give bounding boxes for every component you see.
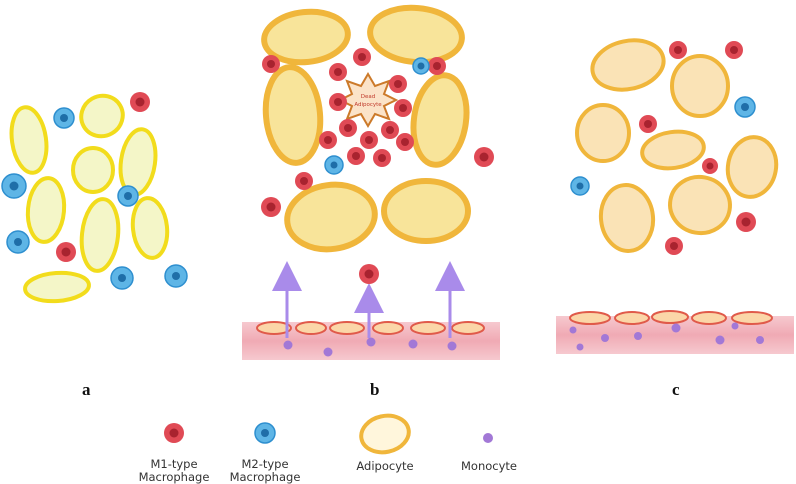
legend-m2-icon [254,422,276,444]
adipocyte [381,178,471,244]
m1-macrophage [474,147,494,167]
adipocyte [367,4,465,66]
m2-macrophage [1,173,27,199]
m1-macrophage [130,92,150,112]
adipocyte [598,183,656,253]
dead-adipocyte: Dead Adipocyte [337,72,399,128]
m1-macrophage [669,41,687,59]
m1-macrophage [261,197,281,217]
monocyte [756,336,764,344]
m1-macrophage [359,264,379,284]
m1-macrophage [262,55,280,73]
m2-macrophage [412,57,430,75]
adipocyte [79,197,121,273]
monocyte [671,323,681,333]
legend-monocyte-icon [483,433,493,443]
monocyte-group [283,337,457,357]
monocyte [634,332,642,340]
m2-macrophage [570,176,590,196]
panel-label-c: c [672,380,680,399]
m2-macrophage [110,266,134,290]
monocyte [731,322,739,330]
legend-label-adipocyte: Adipocyte [356,459,414,473]
adipocyte [9,105,49,175]
adipocyte [23,270,91,304]
monocyte [569,326,577,334]
legend-label-m1: M1-type Macrophage [138,457,210,484]
adipocyte [261,8,351,66]
adipocyte [640,129,706,171]
m1-macrophage [389,75,407,93]
m1-macrophage [381,121,399,139]
legend-m1-icon [164,423,184,443]
adipocyte [262,64,324,166]
m1-macrophage [329,93,347,111]
adipocyte [590,38,666,92]
m1-macrophage [428,57,446,75]
m1-macrophage [396,133,414,151]
m2-macrophage [324,155,344,175]
m2-macrophage [6,230,30,254]
monocyte [576,343,584,351]
panel-label-b: b [370,380,380,399]
m2-macrophage [53,107,75,129]
m1-macrophage [347,147,365,165]
m1-macrophage [295,172,313,190]
monocyte [715,335,725,345]
legend [164,413,493,455]
m1-macrophage [665,237,683,255]
adipocyte [725,135,779,199]
adipocyte [668,174,732,236]
m1-macrophage-group [261,48,494,284]
monocyte [447,341,457,351]
m1-macrophage [702,158,718,174]
dead-adipocyte-label-line1: Dead [361,94,375,100]
adipocyte [25,176,67,244]
panel-b-inflamed-tissue: Dead Adipocyte [242,4,500,360]
m1-macrophage [373,149,391,167]
m1-macrophage [319,131,337,149]
m1-macrophage [394,99,412,117]
adipocyte [575,103,631,163]
monocyte [408,339,418,349]
adipocyte [79,93,125,139]
m1-macrophage [360,131,378,149]
panel-c-remodeled-tissue [556,38,794,354]
m1-macrophage [725,41,743,59]
panel-label-a: a [82,380,91,399]
adipocyte [130,196,170,260]
legend-label-m2: M2-type Macrophage [229,457,301,484]
m2-macrophage [734,96,756,118]
monocyte [283,340,293,350]
endothelial-cells [256,321,485,335]
adipocyte [71,146,115,194]
adipocyte [410,72,470,168]
dead-adipocyte-label-line2: Adipocyte [354,102,382,108]
adipocyte [670,54,730,118]
adipocyte [284,181,378,253]
monocyte-group [569,322,764,351]
legend-adipocyte-icon [359,413,411,455]
m2-macrophage [164,264,188,288]
m1-macrophage [639,115,657,133]
m1-macrophage [736,212,756,232]
m1-macrophage [56,242,76,262]
endothelial-cells [569,310,773,325]
m1-macrophage [353,48,371,66]
panel-a-lean-tissue [1,92,188,304]
m1-macrophage [329,63,347,81]
monocyte [323,347,333,357]
m1-macrophage [339,119,357,137]
monocyte [366,337,376,347]
m2-macrophage [117,185,139,207]
monocyte [601,334,609,342]
legend-label-monocyte: Monocyte [461,459,517,473]
